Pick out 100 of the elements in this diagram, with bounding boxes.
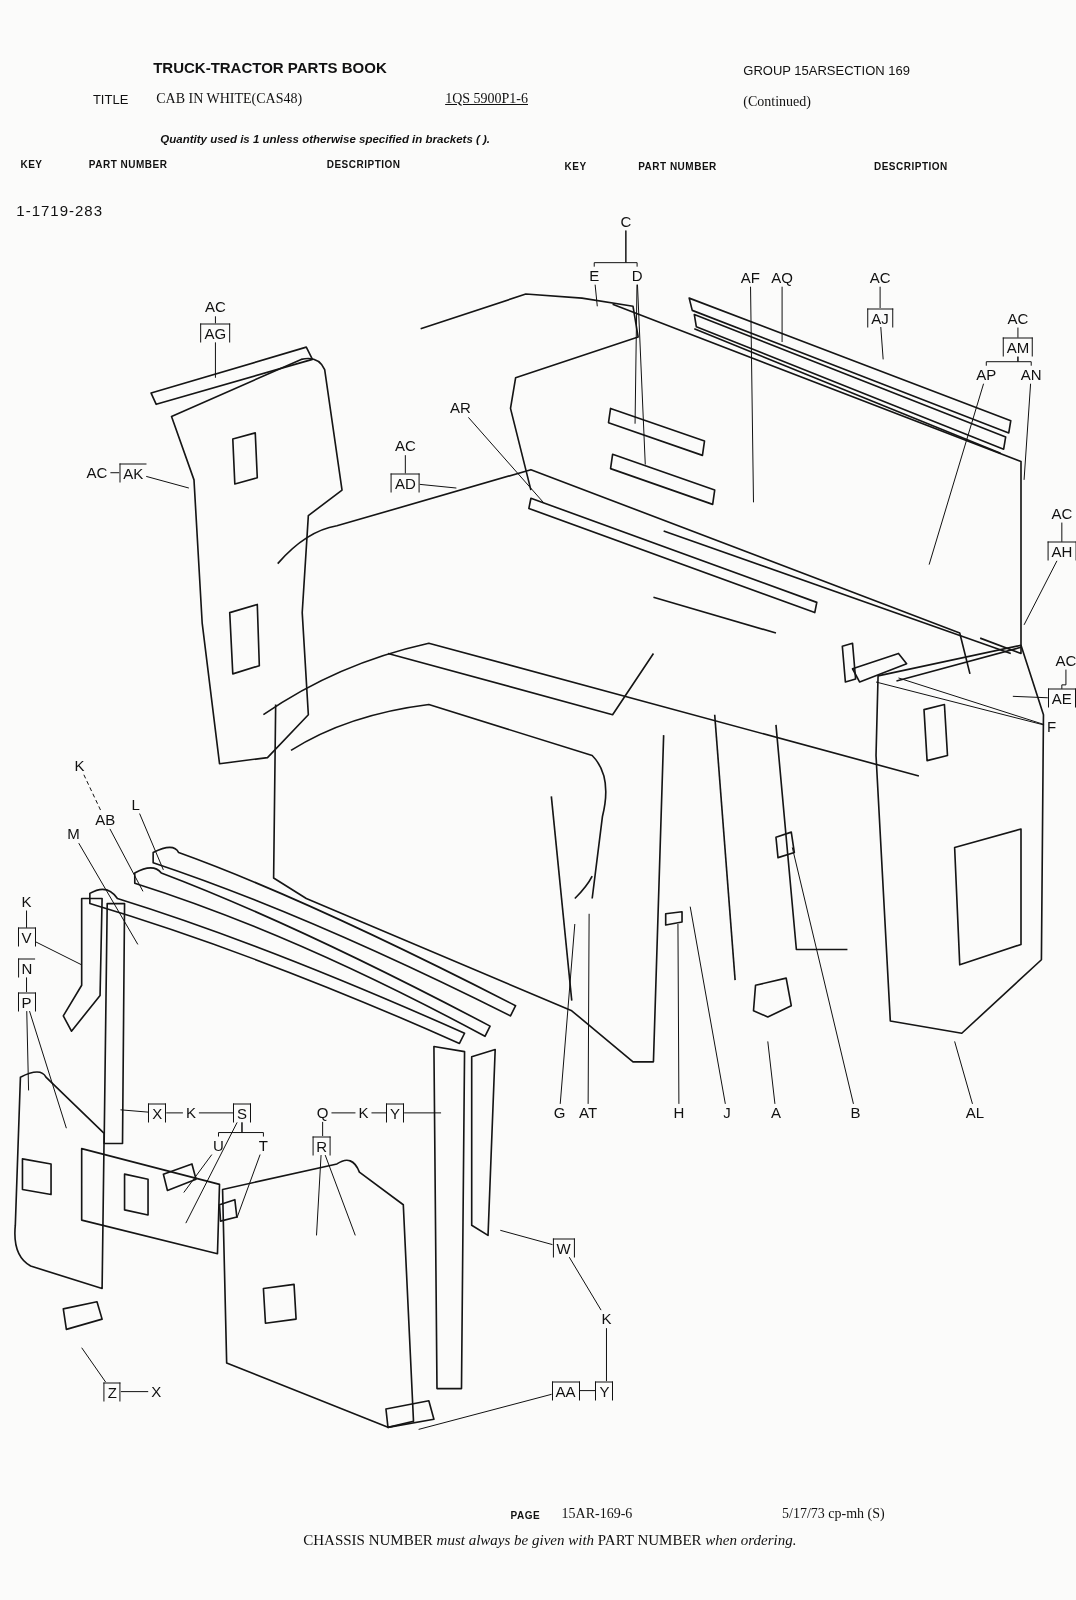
leader-line [499,1229,553,1246]
callout-label: AL [962,1103,988,1122]
connector-line [1017,327,1019,339]
connector-line [214,315,216,324]
leader-line [791,846,854,1105]
connector-line [605,1327,607,1382]
leader-line [689,906,726,1105]
callout-label: AC [83,463,111,482]
callout-label: K [18,892,35,911]
connector-line [568,1256,602,1311]
connector-line [165,1112,184,1114]
leader-line [185,1121,238,1224]
callout-label: J [720,1103,734,1122]
leader-line [139,813,164,871]
callout-label: AC [1048,504,1076,523]
callout-label: X [148,1382,165,1401]
date-code: 5/17/73 cp-mh (S) [782,1505,885,1522]
callout-label: F [1044,717,1060,736]
leader-line [418,1393,553,1430]
leader-line [1012,695,1049,699]
connector-line [330,1112,356,1114]
callout-label: E [586,266,603,285]
callout-label: AQ [768,268,796,287]
leader-line [419,483,457,489]
callout-label: AR [447,399,474,418]
connector-line [404,454,406,474]
connector-line [1061,522,1063,543]
callout-label: AC [866,268,894,287]
column-heading: DESCRIPTION [326,159,401,171]
leader-line [880,326,884,360]
leader-line [875,681,1045,726]
connector-line [109,472,120,474]
callout-label: N [17,958,36,978]
leader-line [750,286,754,503]
leader-line [928,383,985,566]
leader-line [26,1010,30,1091]
leader-line [467,416,545,504]
connector-line [26,910,28,929]
connector-line [26,976,28,993]
leader-line [781,286,783,343]
leader-line [78,842,139,945]
leader-line [81,1347,107,1383]
quantity-note: Quantity used is 1 unless otherwise specified in brackets ( ). [160,132,491,145]
leader-line [35,941,83,966]
connector-line [371,1112,387,1114]
leader-line [1023,383,1032,481]
callout-label: AT [576,1103,601,1122]
callout-label: H [670,1103,688,1122]
leader-line [316,1154,322,1236]
callout-label: K [182,1103,199,1122]
callout-label: L [128,795,143,814]
leader-line [214,341,216,379]
connector-line [1017,356,1032,367]
leader-line [29,1010,67,1129]
column-heading: DESCRIPTION [873,161,948,173]
leader-line [634,284,638,425]
callout-label: C [617,212,635,231]
callout-label: U [210,1136,227,1155]
callout-label: K [598,1310,615,1329]
column-heading: PART NUMBER [638,161,717,173]
leader-line [109,828,144,892]
leader-line [183,1154,213,1194]
callout-label: AN [1017,365,1045,384]
column-heading: KEY [20,159,43,171]
callout-label: AK [119,463,147,483]
callout-label: AC [1004,309,1032,328]
leader-line [767,1040,776,1105]
leader-line [236,1154,261,1219]
callout-label: AC [1052,651,1076,670]
callout-label: Q [313,1103,332,1122]
group-section: GROUP 15ARSECTION 169 [743,63,910,79]
callout-label: AC [202,298,229,317]
leader-line [324,1154,356,1236]
book-title: TRUCK-TRACTOR PARTS BOOK [153,59,387,77]
title-heading: TITLE [92,91,129,107]
callout-label: D [628,266,646,285]
page-heading: PAGE [510,1510,541,1522]
connector-line [879,286,881,309]
callout-label: T [255,1136,271,1155]
callout-label: AC [391,437,419,456]
callout-label: AF [737,268,763,287]
callout-label: AP [973,365,1000,384]
callout-label: M [64,825,83,844]
ordering-note: CHASSIS NUMBER must always be given with PART NUMBER when ordering. [303,1531,797,1549]
leader-line [898,677,1045,725]
continued-note: (Continued) [743,93,811,110]
drawing-number: 1-1719-283 [16,202,104,220]
callout-label: K [71,756,88,775]
leader-line [145,475,190,489]
title-text: CAB IN WHITE(CAS48) [156,90,303,107]
leader-line [559,923,576,1105]
callout-label: B [847,1103,864,1122]
callout-label: A [767,1103,784,1122]
column-heading: PART NUMBER [88,159,168,171]
leader-line [594,284,598,307]
connector-line [322,1121,324,1137]
connector-line [83,774,102,812]
leader-line [120,1109,149,1113]
callout-label: G [550,1103,569,1122]
model-number: 1QS 5900P1-6 [445,90,528,107]
